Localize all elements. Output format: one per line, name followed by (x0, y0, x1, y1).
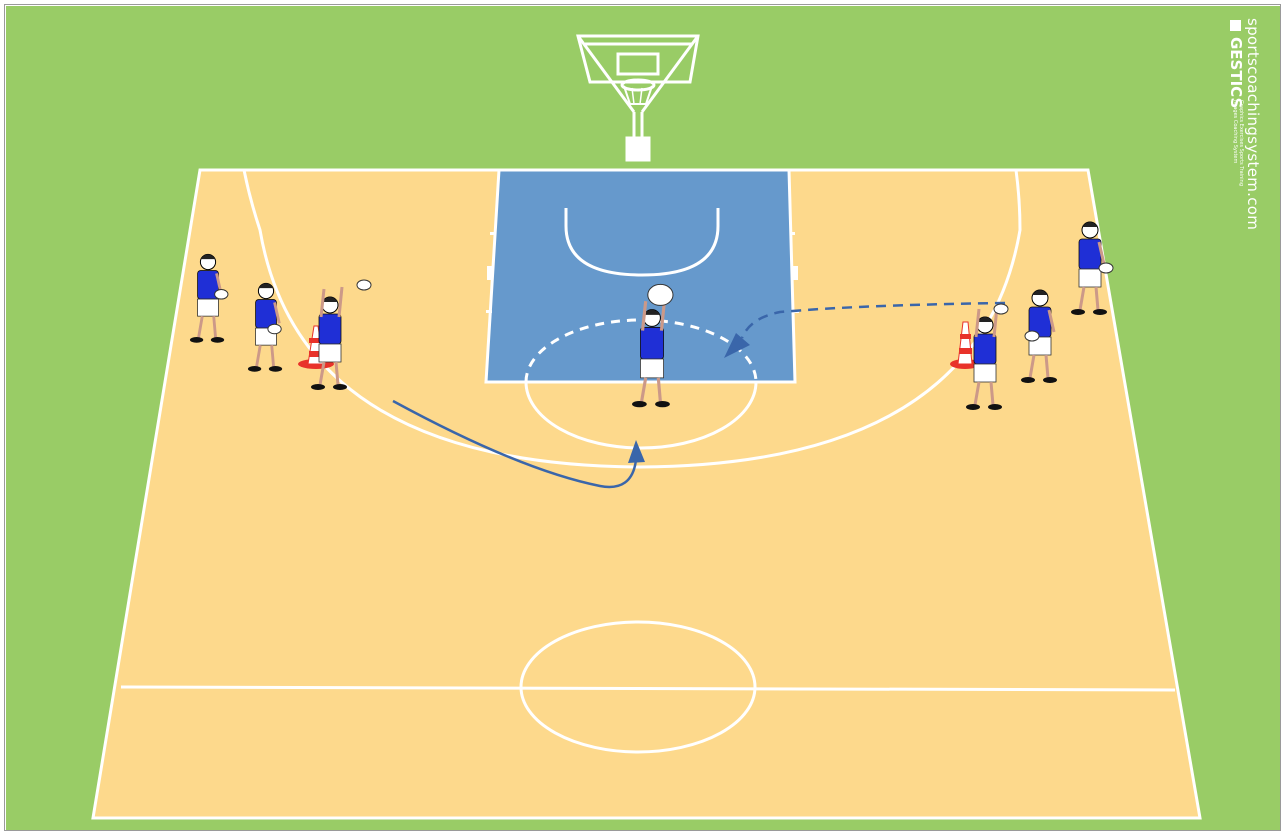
logo-mark-icon (1231, 20, 1242, 31)
brand-taglines: Graphics Exercises Sports Training Image… (1230, 100, 1244, 220)
brand-tagline-1: Graphics Exercises Sports Training (1238, 100, 1244, 186)
brand-logo-text: GESTICS (1227, 37, 1245, 108)
ball-icon (357, 280, 371, 290)
brand-tagline-2: Images Coaching System (1232, 100, 1238, 163)
brand-logo: GESTICS (1227, 20, 1245, 108)
ball-icon (215, 290, 228, 300)
ball-icon (1099, 263, 1113, 273)
ball-icon (1025, 331, 1039, 341)
brand-site: sportscoachingsystem.com (1244, 18, 1262, 230)
brand-watermark: sportscoachingsystem.com GESTICS Graphic… (1228, 18, 1262, 318)
ball-icon (994, 304, 1008, 314)
ball-icon (648, 284, 673, 305)
ball-icon (268, 324, 281, 334)
